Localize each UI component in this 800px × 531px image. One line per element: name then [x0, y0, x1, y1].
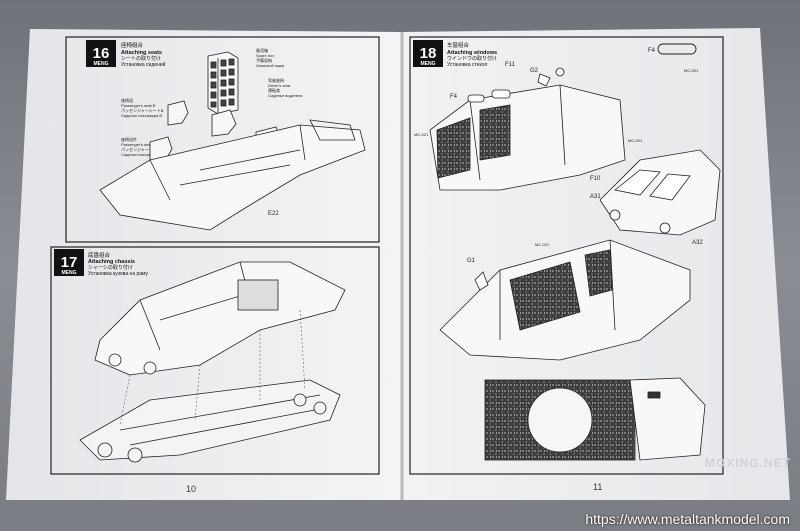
interior-drawing [439, 239, 691, 361]
label-text: MENG [62, 270, 77, 276]
label-text: MENG [94, 61, 109, 67]
spare-box-drawing [207, 51, 239, 115]
step16-title-en: Attaching seats [121, 50, 162, 56]
label-text: Spare box [256, 53, 274, 58]
step18-badge: 18 MENG [413, 40, 443, 67]
label-text: F4 [450, 94, 458, 100]
step16-badge: 16 MENG [86, 40, 116, 67]
moxing-watermark: MOXING.NET [705, 456, 792, 470]
label-text: F4 [648, 48, 656, 54]
label-text: MC-001 [628, 138, 643, 143]
label-text: Сиденье пассажира A [121, 152, 162, 157]
label-text: G1 [467, 258, 476, 264]
label-text: 予備収納 [256, 57, 272, 63]
label-text: A31 [590, 194, 601, 200]
url-watermark: https://www.metaltankmodel.com [585, 511, 790, 527]
step18-title-en: Attaching windows [447, 50, 497, 56]
body-drawing-17 [94, 261, 346, 376]
step17-frame [50, 246, 380, 475]
step17-number: 17 [61, 254, 78, 271]
step18-number: 18 [420, 45, 437, 62]
label-text: パッセンジャーシートB [121, 108, 164, 113]
part-e22: E22 [268, 211, 279, 217]
step17-title-jp: シャーシの取り付け [88, 264, 133, 271]
step18-title-cn: 车窗组合 [447, 41, 470, 49]
label-text: MC-021 [414, 132, 429, 137]
label-text: 座椅组 [121, 97, 133, 103]
label-text: Сиденье пассажира B [121, 113, 162, 118]
step16-number: 16 [93, 45, 110, 62]
label-text: Запасной ящик [256, 63, 285, 68]
label-text: パッセンジャーシートA [121, 147, 164, 152]
label-text: 座椅组件 [121, 136, 137, 142]
label-text: MC-001 [684, 68, 699, 73]
step18-title-ru: Установка стекол [447, 62, 487, 68]
chassis-drawing-17 [79, 379, 341, 463]
label-text: MENG [421, 61, 436, 67]
label-text: A32 [692, 240, 703, 246]
step16-title-cn: 座椅组合 [121, 41, 144, 49]
label-text: MC-021 [535, 242, 550, 247]
step18-frame [409, 36, 724, 475]
label-text: G2 [530, 68, 539, 74]
step16-title-ru: Установка сидений [121, 61, 166, 68]
page-number-right: 11 [593, 482, 602, 492]
label-text: F11 [505, 62, 516, 68]
label-text: Passenger's seat B [121, 103, 156, 108]
label-text: Passenger's seat A [121, 142, 155, 147]
label-text: F10 [590, 176, 601, 182]
label-text: 運転席 [268, 87, 280, 93]
step17-title-cn: 底盘组合 [88, 251, 111, 259]
roof-drawing [484, 377, 706, 461]
cab-drawing [599, 149, 721, 236]
label-text: Сиденье водителя [268, 93, 302, 98]
hull-windows-drawing [429, 67, 626, 191]
step17-badge: 17 MENG [54, 249, 84, 276]
step16-title-jp: シートの取り付け [121, 55, 161, 62]
label-text: 驾驶座椅 [268, 77, 284, 83]
step18-title-jp: ウインドウの取り付け [447, 55, 497, 62]
step17-title-en: Attaching chassis [88, 259, 135, 265]
step16-frame [65, 36, 380, 243]
page-number-left: 10 [186, 484, 196, 494]
step17-title-ru: Установка кузова на раму [88, 271, 149, 277]
label-text: 备用箱 [256, 47, 268, 53]
label-text: Driver's seat [268, 83, 291, 88]
hull-drawing-16 [99, 119, 366, 231]
